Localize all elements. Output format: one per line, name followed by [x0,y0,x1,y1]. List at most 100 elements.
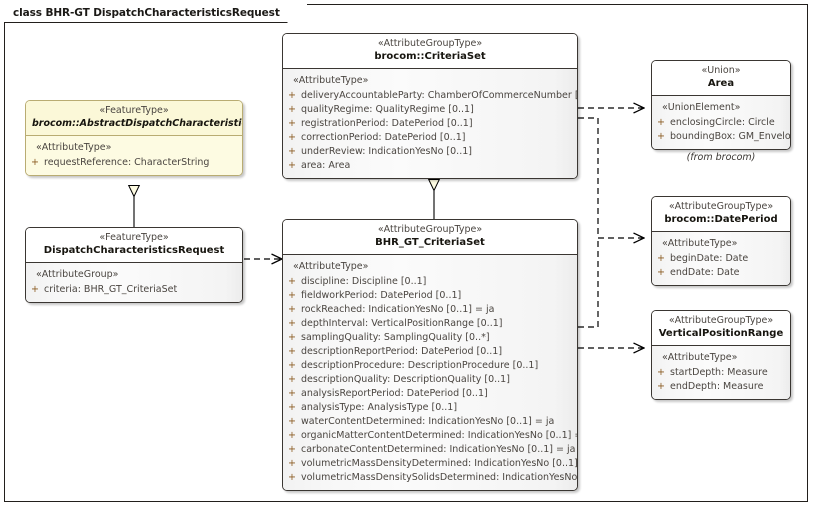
visibility-marker: + [288,290,296,301]
visibility-marker: + [288,318,296,329]
attribute-text: discipline: Discipline [0..1] [301,276,427,287]
attribute-text: fieldworkPeriod: DatePeriod [0..1] [301,290,462,301]
attribute-group-label: «AttributeType» [293,75,369,86]
attribute-text: endDepth: Measure [670,381,764,392]
class-body: «AttributeType» + deliveryAccountablePart… [283,69,577,178]
class-header: «AttributeGroupType» brocom::DatePeriod [652,197,790,232]
attribute-row: + deliveryAccountableParty: ChamberOfComm… [283,89,577,103]
class-body: «UnionElement» +enclosingCircle: Circle … [652,96,790,149]
area-package-note: (from brocom) [686,152,756,163]
class-brocom-dateperiod[interactable]: «AttributeGroupType» brocom::DatePeriod … [651,196,791,286]
attribute-text: volumetricMassDensitySolidsDetermined: I… [301,472,578,483]
attribute-row: +discipline: Discipline [0..1] [283,275,577,289]
attribute-row: +requestReference: CharacterString [26,156,242,170]
attribute-row: + endDepth: Measure [652,380,790,394]
class-name: BHR_GT_CriteriaSet [375,237,485,248]
visibility-marker: + [288,402,296,413]
class-body: «AttributeType» +beginDate: Date +endDat… [652,232,790,285]
attribute-text: carbonateContentDetermined: IndicationYe… [301,444,576,455]
attribute-group-label: «AttributeType» [36,142,112,153]
class-stereotype: «Union» [701,65,741,76]
visibility-marker: + [288,472,296,483]
visibility-marker: + [288,444,296,455]
attribute-row: + boundingBox: GM_Envelope [652,130,790,144]
attribute-text: boundingBox: GM_Envelope [670,131,791,142]
visibility-marker: + [288,388,296,399]
class-body: «AttributeType» +requestReference: Chara… [26,136,242,175]
visibility-marker: + [657,267,665,278]
class-stereotype: «AttributeGroupType» [668,315,774,326]
dependency-bhrgt-to-verticalpositionrange [578,238,644,348]
visibility-marker: + [288,332,296,343]
attribute-list: +enclosingCircle: Circle + boundingBox: G… [652,116,790,144]
class-stereotype: «AttributeGroupType» [377,224,483,235]
attribute-row: +endDate: Date [652,266,790,280]
attribute-text: descriptionReportPeriod: DatePeriod [0..… [301,346,503,357]
visibility-marker: + [288,304,296,315]
attribute-row: + depthInterval: VerticalPositionRange [0… [283,317,577,331]
class-bhr-gt-criteriaset[interactable]: «AttributeGroupType» BHR_GT_CriteriaSet … [282,219,578,491]
visibility-marker: + [288,360,296,371]
attribute-row: + analysisType: AnalysisType [0..1] [283,401,577,415]
attribute-text: samplingQuality: SamplingQuality [0..*] [301,332,490,343]
attribute-text: requestReference: CharacterString [44,157,210,168]
visibility-marker: + [288,90,296,101]
attribute-text: startDepth: Measure [670,367,768,378]
attribute-text: depthInterval: VerticalPositionRange [0.… [301,318,503,329]
visibility-marker: + [288,118,296,129]
union-element-label: «UnionElement» [662,102,741,113]
attribute-list: +discipline: Discipline [0..1] +fieldwor… [283,275,577,485]
attribute-list: +beginDate: Date +endDate: Date [652,252,790,280]
class-stereotype: «FeatureType» [99,105,169,116]
class-name: DispatchCharacteristicsRequest [43,245,225,256]
visibility-marker: + [288,104,296,115]
visibility-marker: + [288,416,296,427]
attribute-row: +descriptionProcedure: DescriptionProced… [283,359,577,373]
attribute-row: + fieldworkPeriod: DatePeriod [0..1] [283,289,577,303]
visibility-marker: + [657,131,665,142]
attribute-row: + descriptionReportPeriod: DatePeriod [0.… [283,345,577,359]
class-header: «FeatureType» brocom::AbstractDispatchCh… [26,101,242,136]
attribute-text: correctionPeriod: DatePeriod [0..1] [301,132,466,143]
class-header: «AttributeGroupType» BHR_GT_CriteriaSet [283,220,577,255]
attribute-group-label: «AttributeType» [662,238,738,249]
visibility-marker: + [657,381,665,392]
attribute-text: deliveryAccountableParty: ChamberOfComme… [301,90,578,101]
attribute-row: +enclosingCircle: Circle [652,116,790,130]
attribute-row: + startDepth: Measure [652,366,790,380]
attribute-row: + registrationPeriod: DatePeriod [0..1] [283,117,577,131]
class-vertical-position-range[interactable]: «AttributeGroupType» VerticalPositionRan… [651,310,791,400]
class-body: «AttributeType» +discipline: Discipline … [283,255,577,490]
attribute-row: + underReview: IndicationYesNo [0..1] [283,145,577,159]
attribute-text: organicMatterContentDetermined: Indicati… [301,430,578,441]
attribute-row: + waterContentDetermined: IndicationYesNo… [283,415,577,429]
class-abstract-dispatch-characteristics-request[interactable]: «FeatureType» brocom::AbstractDispatchCh… [25,100,243,176]
class-area[interactable]: «Union» Area «UnionElement» +enclosingCi… [651,60,791,150]
visibility-marker: + [288,146,296,157]
class-header: «FeatureType» DispatchCharacteristicsReq… [26,228,242,263]
attribute-row: +organicMatterContentDetermined: Indicat… [283,429,577,443]
attribute-text: underReview: IndicationYesNo [0..1] [301,146,472,157]
attribute-text: analysisReportPeriod: DatePeriod [0..1] [301,388,488,399]
visibility-marker: + [31,284,39,295]
attribute-row: + samplingQuality: SamplingQuality [0..*] [283,331,577,345]
visibility-marker: + [657,367,665,378]
attribute-text: waterContentDetermined: IndicationYesNo … [301,416,555,427]
class-header: «AttributeGroupType» brocom::CriteriaSet [283,34,577,69]
visibility-marker: + [288,132,296,143]
attribute-text: registrationPeriod: DatePeriod [0..1] [301,118,473,129]
attribute-row: +beginDate: Date [652,252,790,266]
attribute-row: + analysisReportPeriod: DatePeriod [0..1] [283,387,577,401]
attribute-row: + rockReached: IndicationYesNo [0..1] = j… [283,303,577,317]
class-name: brocom::DatePeriod [664,214,778,225]
attribute-text: rockReached: IndicationYesNo [0..1] = ja [301,304,495,315]
class-dispatch-characteristics-request[interactable]: «FeatureType» DispatchCharacteristicsReq… [25,227,243,303]
visibility-marker: + [288,346,296,357]
class-header: «Union» Area [652,61,790,96]
attribute-row: + correctionPeriod: DatePeriod [0..1] [283,131,577,145]
attribute-text: analysisType: AnalysisType [0..1] [301,402,458,413]
visibility-marker: + [288,458,296,469]
diagram-title-tab: class BHR-GT DispatchCharacteristicsRequ… [4,3,307,23]
class-brocom-criteriaset[interactable]: «AttributeGroupType» brocom::CriteriaSet… [282,33,578,179]
